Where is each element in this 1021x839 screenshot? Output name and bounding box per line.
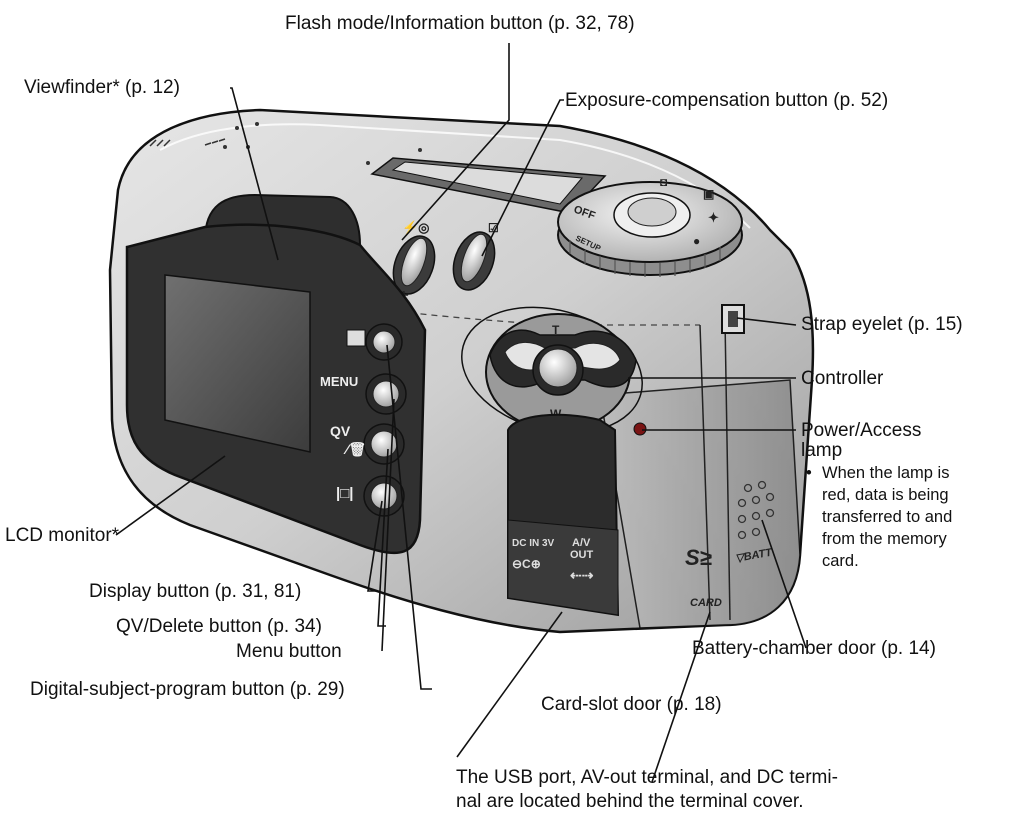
qv-delete-button[interactable]: QV ⁄🗑 — [330, 423, 405, 465]
usb-icon: ⇠⇢ — [570, 567, 594, 583]
label-terminal-cover-line2: nal are located behind the terminal cove… — [456, 791, 804, 812]
digital-subject-program-button[interactable] — [346, 323, 403, 361]
power-access-lamp — [633, 422, 647, 436]
top-info-panel — [370, 157, 607, 214]
flash-icon: ⚡◎ — [402, 220, 430, 236]
trash-icon: ⁄🗑 — [343, 441, 366, 457]
label-battery-chamber-door: Battery-chamber door (p. 14) — [692, 638, 936, 659]
label-controller: Controller — [801, 368, 884, 389]
label-power-access-lamp: Power/Access — [801, 420, 922, 441]
card-slot-door: S≥ CARD — [685, 545, 722, 609]
leader-lines — [115, 43, 807, 783]
subject-program-icon — [346, 329, 366, 347]
label-qv-delete-button: QV/Delete button (p. 34) — [116, 616, 322, 637]
label-lcd-monitor: LCD monitor* — [5, 525, 120, 546]
dial-camera-icon: ◘ — [660, 175, 667, 189]
av-marking: A/V — [572, 537, 591, 549]
label-menu-button: Menu button — [236, 641, 342, 662]
sd-logo: S≥ — [685, 545, 712, 570]
qv-marking: QV — [330, 423, 351, 439]
label-strap-eyelet: Strap eyelet (p. 15) — [801, 314, 963, 335]
lamp-note-line: card. — [822, 552, 859, 570]
exposure-compensation-button[interactable]: ☑ — [446, 221, 502, 296]
tele-marking: T — [552, 323, 560, 337]
dc-polarity-icon: ⊖C⊕ — [512, 557, 541, 571]
label-flash-info-button: Flash mode/Information button (p. 32, 78… — [285, 13, 635, 34]
label-viewfinder: Viewfinder* (p. 12) — [24, 77, 180, 98]
display-button[interactable]: |□| — [336, 475, 405, 517]
terminal-cover: DC IN 3V ⊖C⊕ A/V OUT ⇠⇢ — [507, 413, 620, 617]
exposure-icon: ☑ — [488, 221, 499, 235]
lamp-note-line: from the memory — [822, 530, 947, 548]
label-power-access-lamp-line2: lamp — [801, 440, 843, 461]
label-display-button: Display button (p. 31, 81) — [89, 581, 302, 602]
lamp-note-line: When the lamp is — [822, 464, 950, 482]
card-marking: CARD — [690, 597, 722, 609]
dc-in-marking: DC IN 3V — [512, 538, 555, 549]
label-terminal-cover-line1: The USB port, AV-out terminal, and DC te… — [456, 767, 838, 788]
dial-sports-icon: ✦ — [708, 210, 719, 225]
display-icon: |□| — [336, 485, 353, 502]
label-exposure-compensation-button: Exposure-compensation button (p. 52) — [565, 90, 889, 111]
lamp-note-line: red, data is being — [822, 486, 949, 504]
lcd-monitor — [125, 223, 427, 555]
mode-dial[interactable]: OFF SETUP ◘ ▣ ✦ ● — [557, 175, 743, 277]
lamp-note-line: transferred to and — [822, 508, 953, 526]
av-out-marking: OUT — [570, 549, 594, 561]
lamp-note-bullet: • — [806, 464, 812, 482]
dial-scene-icon: ▣ — [703, 187, 714, 201]
menu-marking: MENU — [320, 374, 358, 389]
label-card-slot-door: Card-slot door (p. 18) — [541, 694, 722, 715]
label-digital-subject-program-button: Digital-subject-program button (p. 29) — [30, 679, 345, 700]
dial-portrait-icon: ● — [693, 234, 700, 248]
